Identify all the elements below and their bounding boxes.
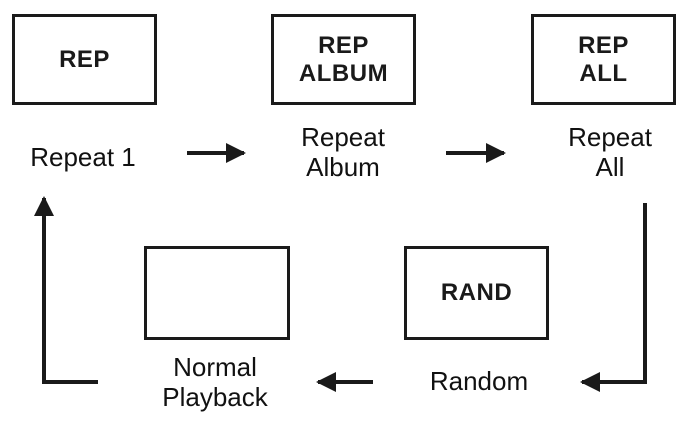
normal-playback-caption: Normal Playback: [140, 352, 290, 412]
repeat-album-caption-line2: Album: [306, 152, 380, 182]
repeat-all-box: REP ALL: [531, 14, 676, 105]
repeat-all-box-label-line2: ALL: [579, 59, 628, 87]
repeat-album-box-label-line1: REP: [318, 31, 369, 59]
arrow-normal-to-repeat1: [34, 196, 98, 384]
repeat-all-box-label-line1: REP: [578, 31, 629, 59]
repeat-all-caption-line1: Repeat: [568, 122, 652, 152]
repeat-album-caption-line1: Repeat: [301, 122, 385, 152]
repeat-album-box: REP ALBUM: [271, 14, 416, 105]
repeat-all-caption-line2: All: [595, 152, 625, 182]
random-box: RAND: [404, 246, 549, 340]
repeat-album-caption: Repeat Album: [268, 122, 418, 182]
repeat-album-box-label-line2: ALBUM: [298, 59, 389, 87]
repeat-1-box-label: REP: [59, 45, 110, 73]
normal-playback-caption-line1: Normal: [173, 352, 257, 382]
arrow-all-to-random: [580, 203, 647, 392]
normal-playback-box: [144, 246, 290, 340]
repeat-1-box: REP: [12, 14, 157, 105]
repeat-1-caption: Repeat 1: [8, 142, 158, 172]
random-caption-line1: Random: [429, 366, 529, 396]
random-caption: Random: [404, 366, 554, 396]
repeat-all-caption: Repeat All: [535, 122, 685, 182]
normal-playback-caption-line2: Playback: [162, 382, 268, 412]
random-box-label: RAND: [440, 279, 513, 306]
repeat-1-caption-line1: Repeat 1: [30, 142, 136, 172]
